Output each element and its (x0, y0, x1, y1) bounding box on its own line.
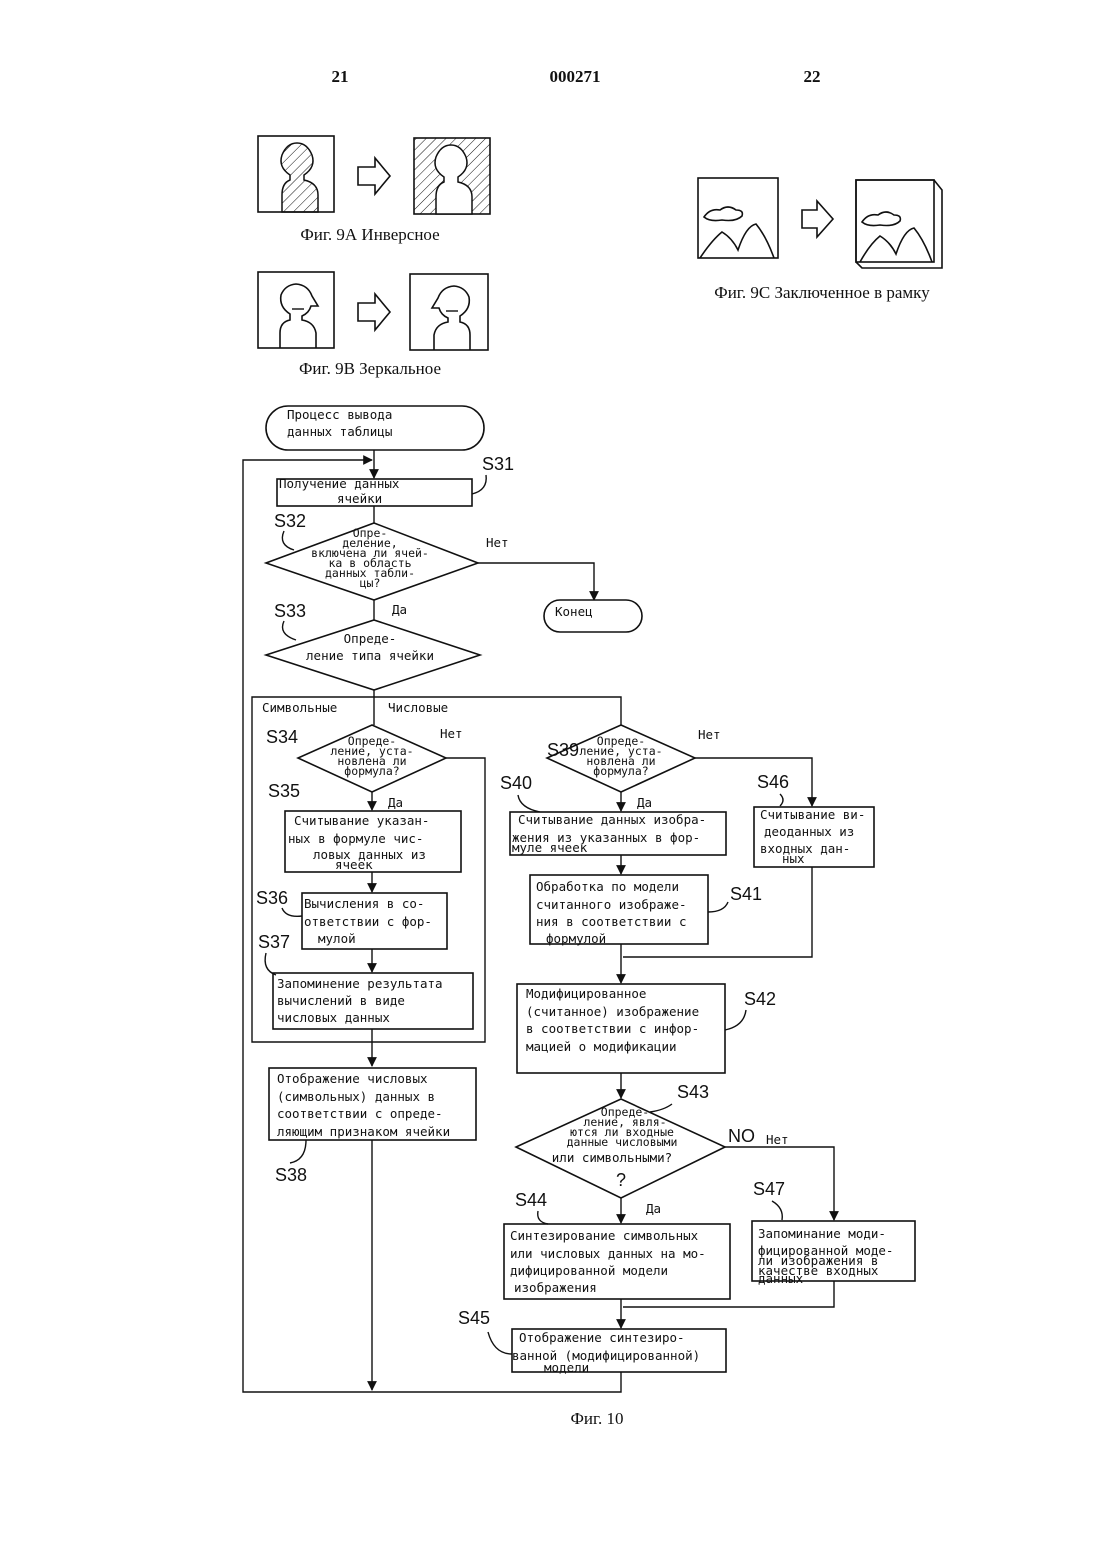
s44-line-1: Синтезирование символьных (510, 1228, 699, 1243)
s36-label: S36 (256, 888, 288, 908)
s43-line-4: данные числовыми (567, 1135, 678, 1149)
s43-no-label: Нет (766, 1132, 789, 1147)
s35-line-2: ных в формуле чис- (288, 831, 423, 846)
s40-label: S40 (500, 773, 532, 793)
s45-line-3: модели (544, 1360, 589, 1375)
s41-line-2: считанного изображе- (536, 897, 687, 912)
s42-label: S42 (744, 989, 776, 1009)
s42-line-1: Модифицированное (526, 986, 646, 1001)
arrow-right-icon (802, 201, 833, 237)
s36-line-3: мулой (318, 931, 356, 946)
s37-line-2: вычислений в виде (277, 993, 405, 1008)
s36-line-1: Вычисления в со- (304, 896, 424, 911)
fig9b-caption: Фиг. 9В Зеркальное (299, 359, 441, 378)
branch-symbol-label: Символьные (262, 700, 337, 715)
s46-line-3: входных дан- (760, 841, 850, 856)
s32-no-label: Нет (486, 535, 509, 550)
s36-line-2: ответствии с фор- (304, 914, 432, 929)
s42-line-3: в соответствии с инфор- (526, 1021, 699, 1036)
end-label: Конец (555, 604, 593, 619)
s34-no-label: Нет (440, 726, 463, 741)
s46-line-1: Считывание ви- (760, 807, 865, 822)
s45-label: S45 (458, 1308, 490, 1328)
s39-label: S39 (547, 740, 579, 760)
s41-line-1: Обработка по модели (536, 879, 679, 894)
fig9c-illustration (698, 178, 942, 268)
s43-line-6: ? (616, 1170, 626, 1190)
s37-line-3: числовых данных (277, 1010, 390, 1025)
s38-line-1: Отображение числовых (277, 1071, 428, 1086)
s42-line-2: (считанное) изображение (526, 1004, 699, 1019)
s45-line-2: ванной (модифицированной) (512, 1348, 700, 1363)
s34-label: S34 (266, 727, 298, 747)
s32-yes-label: Да (392, 602, 407, 617)
s39-no-label: Нет (698, 727, 721, 742)
fig9a-illustration (258, 136, 490, 214)
s35-line-4: ячеек (335, 857, 373, 872)
s39-yes-label: Да (637, 795, 652, 810)
arrow-right-icon (358, 158, 390, 194)
s44-line-2: или числовых данных на мо- (510, 1246, 706, 1261)
s32-label: S32 (274, 511, 306, 531)
s34-yes-label: Да (388, 795, 403, 810)
s33-line-2: ление типа ячейки (306, 648, 434, 663)
flowchart: Процесс вывода данных таблицы Получение … (243, 406, 915, 1392)
s40-line-3: муле ячеек (512, 840, 588, 855)
arrow-right-icon (358, 294, 390, 330)
s43-label: S43 (677, 1082, 709, 1102)
fig9a-caption: Фиг. 9А Инверсное (300, 225, 439, 244)
s44-line-3: дифицированной модели (510, 1263, 668, 1278)
s41-line-3: ния в соответствии с (536, 914, 687, 929)
start-line-1: Процесс вывода (287, 407, 392, 422)
s47-label: S47 (753, 1179, 785, 1199)
s35-line-1: Считывание указан- (294, 813, 429, 828)
s46-line-4: ных (782, 851, 805, 866)
start-line-2: данных таблицы (287, 424, 392, 439)
s33-label: S33 (274, 601, 306, 621)
s37-line-1: Запоминение результата (277, 976, 443, 991)
s46-line-2: деоданных из (764, 824, 854, 839)
s39-line-4: формула? (593, 764, 648, 778)
s32-line-6: цы? (360, 576, 381, 590)
s31-label: S31 (482, 454, 514, 474)
s43-yes-label: Да (646, 1201, 661, 1216)
s45-line-1: Отображение синтезиро- (519, 1330, 685, 1345)
s38-line-4: ляющим признаком ячейки (277, 1124, 450, 1139)
s47-line-1: Запоминание моди- (758, 1226, 886, 1241)
fig9c-caption: Фиг. 9С Заключенное в рамку (714, 283, 930, 302)
s38-label: S38 (275, 1165, 307, 1185)
fig10-caption: Фиг. 10 (570, 1409, 623, 1428)
s38-line-2: (символьных) данных в (277, 1089, 435, 1104)
s31-line-2: ячейки (337, 491, 382, 506)
s43-no-en-label: NO (728, 1126, 755, 1146)
fig9b-illustration (258, 272, 488, 350)
s47-line-5: данных (758, 1271, 804, 1286)
s41-line-4: формулой (546, 931, 606, 946)
s43-line-5: или символьными? (552, 1150, 672, 1165)
s33-line-1: Опреде- (344, 631, 397, 646)
s37-label: S37 (258, 932, 290, 952)
s31-line-1: Получение данных (279, 476, 400, 491)
s41-label: S41 (730, 884, 762, 904)
s44-line-4: изображения (514, 1280, 597, 1295)
s35-label: S35 (268, 781, 300, 801)
s38-line-3: соответствии с опреде- (277, 1106, 443, 1121)
document-number: 000271 (550, 67, 601, 86)
s34-line-4: формула? (344, 764, 399, 778)
s40-line-1: Считывание данных изобра- (518, 812, 706, 827)
s44-label: S44 (515, 1190, 547, 1210)
branch-numeric-label: Числовые (388, 700, 448, 715)
s46-label: S46 (757, 772, 789, 792)
right-page-number: 22 (804, 67, 821, 86)
s42-line-4: мацией о модификации (526, 1039, 677, 1054)
left-page-number: 21 (332, 67, 349, 86)
